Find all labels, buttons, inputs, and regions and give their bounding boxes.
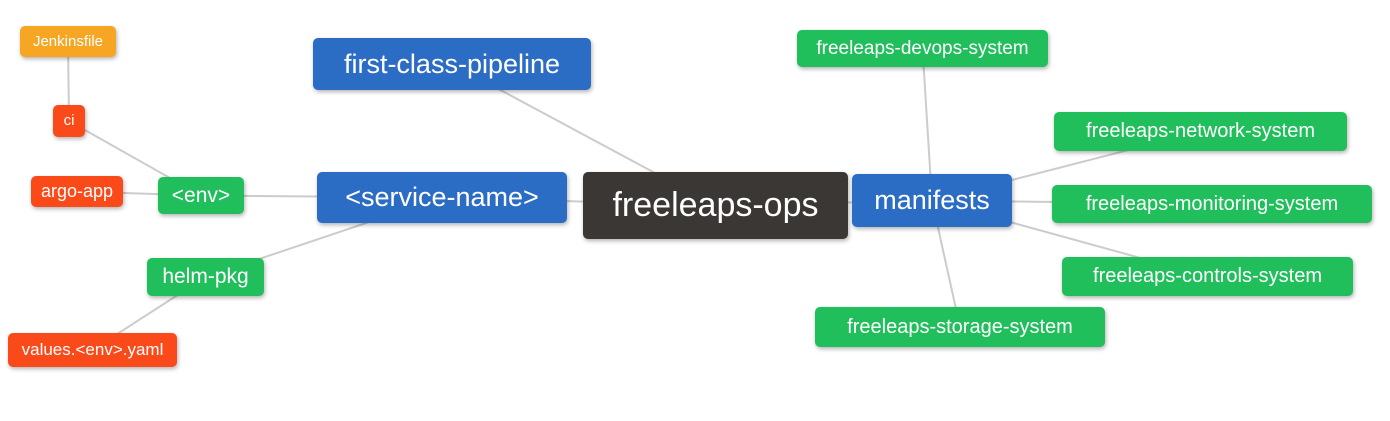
node-jenkinsfile[interactable]: Jenkinsfile (20, 26, 116, 57)
node-service-name[interactable]: <service-name> (317, 172, 567, 223)
node-env[interactable]: <env> (158, 177, 244, 214)
node-first-class-pipeline[interactable]: first-class-pipeline (313, 38, 591, 90)
node-storage-system[interactable]: freeleaps-storage-system (815, 307, 1105, 347)
node-ci[interactable]: ci (53, 105, 85, 137)
node-controls-system[interactable]: freeleaps-controls-system (1062, 257, 1353, 296)
node-manifests[interactable]: manifests (852, 174, 1012, 227)
node-helm-pkg[interactable]: helm-pkg (147, 258, 264, 296)
node-values-env-yaml[interactable]: values.<env>.yaml (8, 333, 177, 367)
node-devops-system[interactable]: freeleaps-devops-system (797, 30, 1048, 67)
node-freeleaps-ops[interactable]: freeleaps-ops (583, 172, 848, 239)
node-argo-app[interactable]: argo-app (31, 176, 123, 207)
node-monitoring-system[interactable]: freeleaps-monitoring-system (1052, 185, 1372, 223)
node-network-system[interactable]: freeleaps-network-system (1054, 112, 1347, 151)
